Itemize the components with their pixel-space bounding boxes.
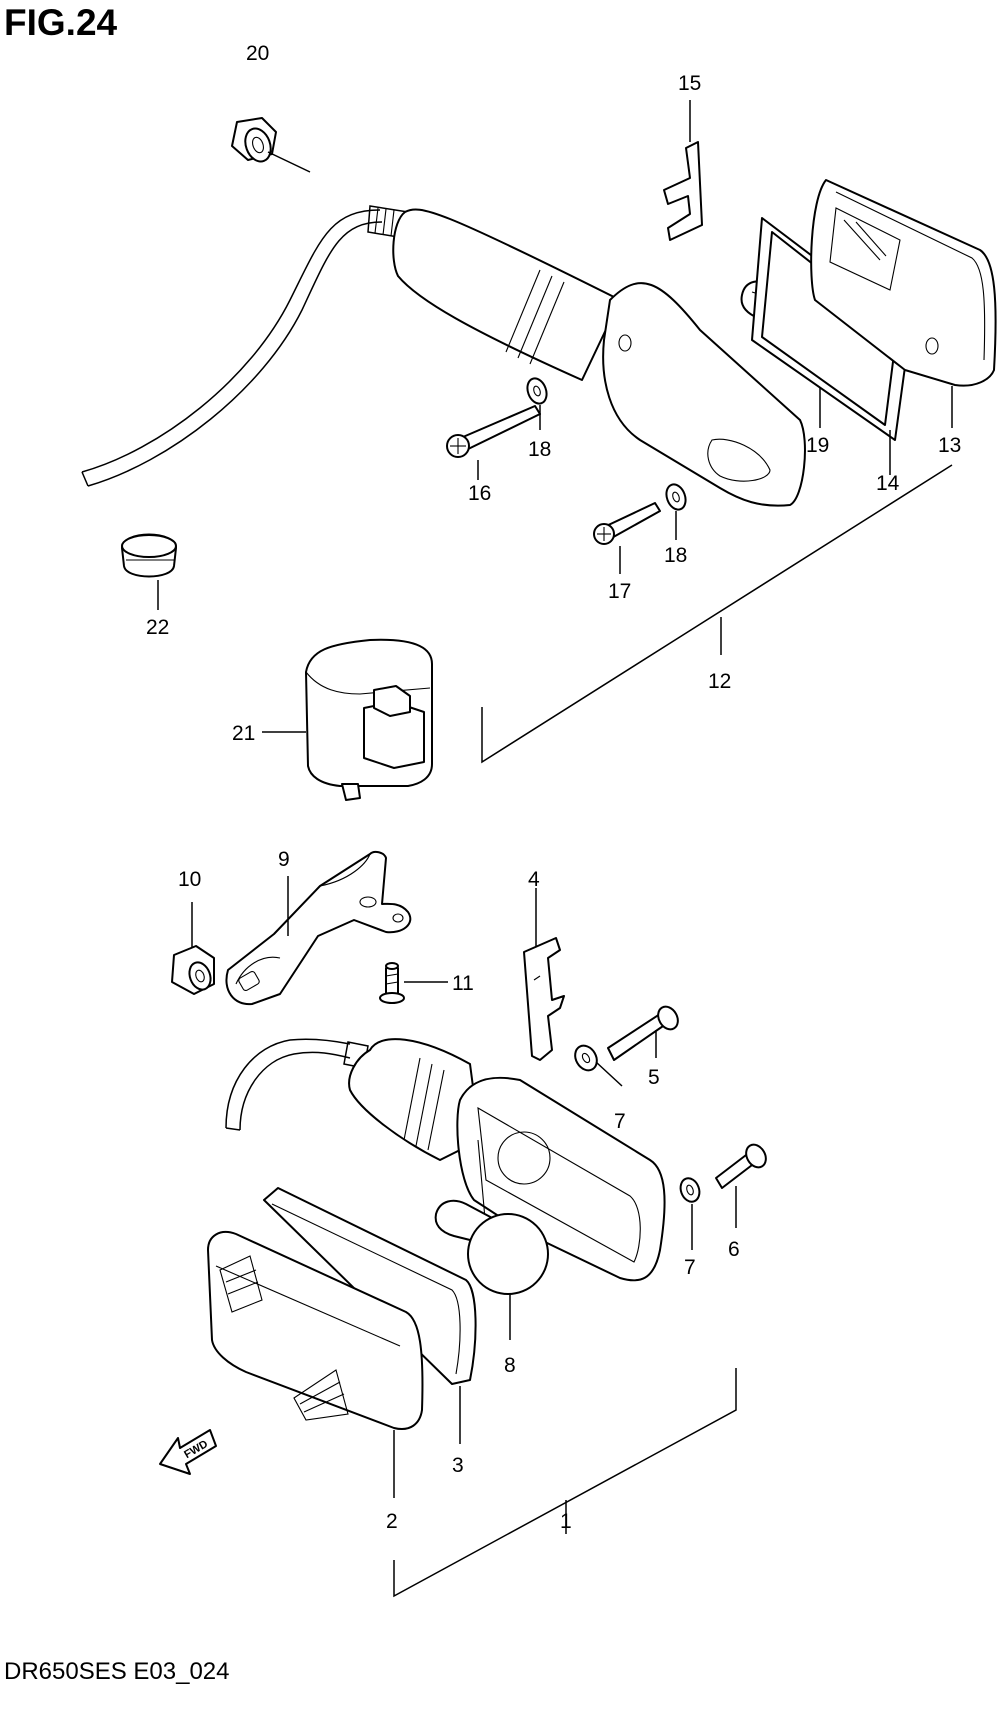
part-1-assembly-bracket [393, 1368, 737, 1598]
callout-22: 22 [146, 616, 169, 639]
callout-3: 3 [452, 1454, 464, 1477]
callout-13: 13 [938, 434, 961, 457]
part-21-relay [262, 638, 433, 801]
part-10-nut [171, 902, 215, 995]
callout-18a: 18 [528, 438, 551, 461]
callout-14: 14 [876, 472, 900, 495]
part-16-screw [446, 405, 541, 480]
part-6-screw [715, 1143, 767, 1228]
callout-9: 9 [278, 848, 290, 871]
part-3-gasket [263, 1187, 477, 1444]
part-1-wire [225, 1038, 369, 1131]
callout-8: 8 [504, 1354, 516, 1377]
fwd-arrow-icon: FWD [159, 1429, 217, 1475]
part-14-gasket [751, 217, 911, 475]
callout-4: 4 [528, 868, 540, 891]
part-18-washer-upper [526, 377, 548, 430]
part-11-bolt [379, 962, 448, 1004]
part-12-assembly-bracket [481, 464, 953, 764]
part-20-nut [231, 117, 311, 173]
diagram-code: DR650SES E03_024 [4, 1658, 230, 1685]
part-8-bulb [434, 1199, 549, 1340]
part-12-wire [81, 205, 409, 487]
part-9-bracket [225, 850, 412, 1006]
part-7-washer-upper [574, 1044, 623, 1087]
callout-17: 17 [608, 580, 631, 603]
part-1-housing [348, 1038, 666, 1282]
part-22-grommet [121, 533, 177, 610]
callout-20: 20 [246, 42, 269, 65]
part-2-lens [207, 1231, 424, 1498]
callout-16: 16 [468, 482, 491, 505]
part-13-lens [810, 179, 997, 428]
part-18-washer-lower [665, 483, 687, 540]
callout-7a: 7 [614, 1110, 626, 1133]
callout-1: 1 [560, 1510, 572, 1533]
part-5-screw [607, 1005, 679, 1061]
callout-21: 21 [232, 722, 255, 745]
callout-10: 10 [178, 868, 201, 891]
callout-labels: 20 15 19 14 13 18 16 18 17 22 12 21 9 10… [146, 42, 961, 1533]
callout-18b: 18 [664, 544, 687, 567]
callout-2: 2 [386, 1510, 398, 1533]
callout-6: 6 [728, 1238, 740, 1261]
part-15-clip [663, 100, 703, 241]
part-7-washer-lower [679, 1177, 701, 1250]
callout-7b: 7 [684, 1256, 696, 1279]
part-4-clip [523, 888, 565, 1061]
part-17-screw [593, 502, 661, 574]
callout-12: 12 [708, 670, 731, 693]
part-12-stem [392, 208, 621, 381]
part-12-housing [602, 282, 806, 507]
callout-15: 15 [678, 72, 701, 95]
callout-5: 5 [648, 1066, 660, 1089]
callout-11: 11 [452, 972, 474, 995]
callout-19: 19 [806, 434, 829, 457]
figure-title: FIG.24 [4, 2, 118, 43]
